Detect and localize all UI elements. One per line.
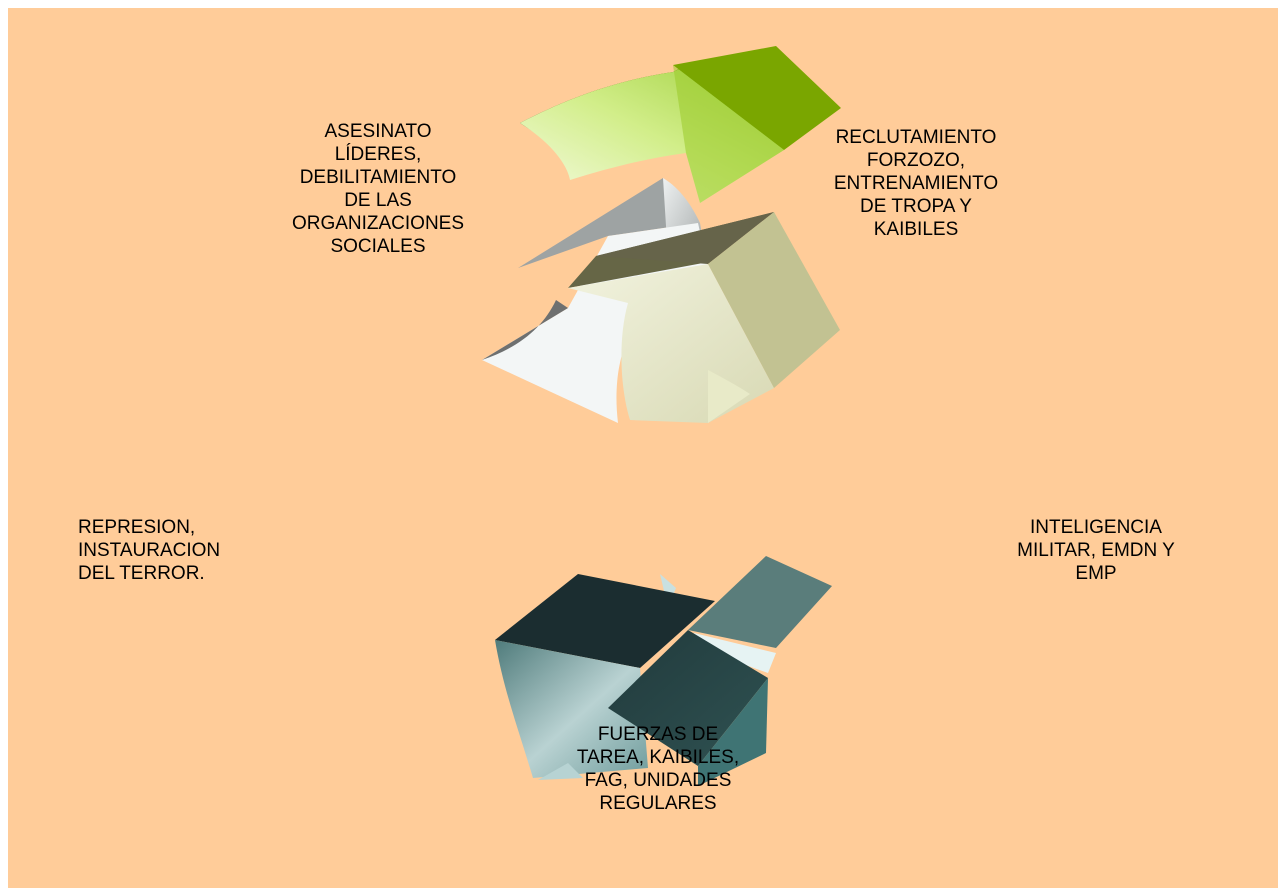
khaki-arrow-shape — [568, 212, 840, 423]
label-top-right: RECLUTAMIENTO FORZOZO, ENTRENAMIENTO DE … — [833, 127, 999, 240]
cycle-arrows-graphic — [482, 46, 841, 786]
green-arrow-shape — [520, 46, 841, 203]
label-bottom: FUERZAS DE TAREA, KAIBILES, FAG, UNIDADE… — [576, 724, 740, 814]
teal-arrow-shape — [495, 556, 832, 786]
label-middle-right: INTELIGENCIA MILITAR, EMDN Y EMP — [1017, 517, 1175, 584]
grey-arrow-shape — [482, 178, 708, 423]
label-top-left: ASESINATO LÍDERES, DEBILITAMIENTO DE LAS… — [291, 121, 465, 257]
diagram-canvas: ASESINATO LÍDERES, DEBILITAMIENTO DE LAS… — [8, 8, 1278, 888]
label-middle-left: REPRESION, INSTAURACION DEL TERROR. — [78, 517, 221, 584]
